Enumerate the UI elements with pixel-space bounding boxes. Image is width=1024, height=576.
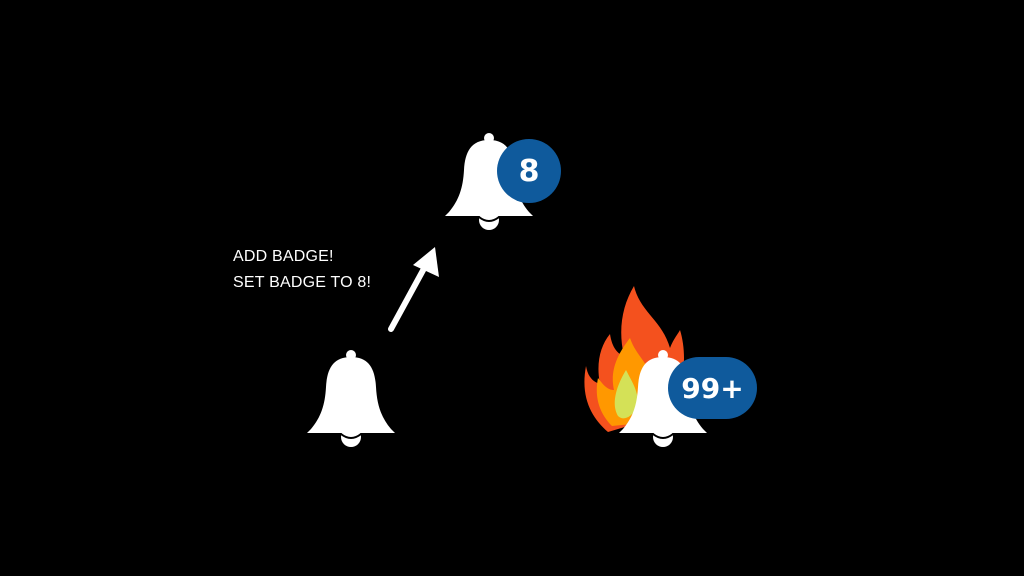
badge-count: 8	[518, 153, 540, 189]
notification-badge: 99+	[668, 357, 757, 419]
arrow-up-right-icon	[383, 243, 443, 333]
caption-line-add-badge: ADD BADGE!	[233, 248, 334, 265]
caption-line-set-badge: SET BADGE TO 8!	[233, 274, 372, 291]
caption: ADD BADGE! SET BADGE TO 8!	[233, 244, 371, 296]
badge-count: 99+	[681, 371, 744, 405]
notification-badge: 8	[497, 139, 561, 203]
bell-icon	[305, 349, 397, 447]
